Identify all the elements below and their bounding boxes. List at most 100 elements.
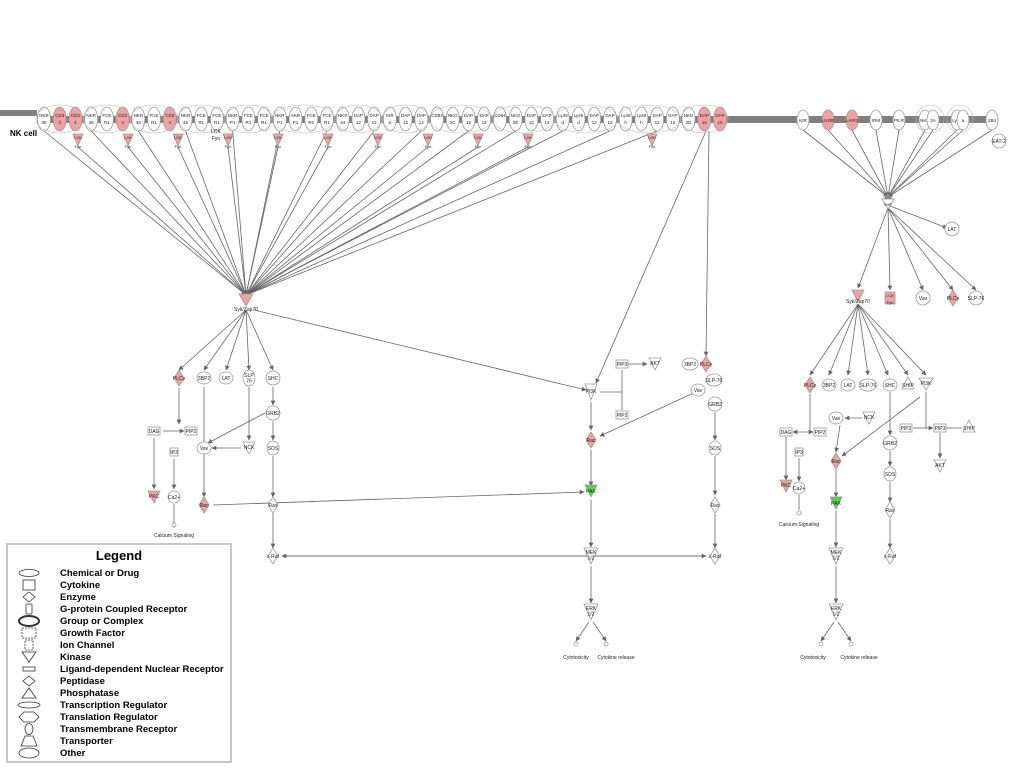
grb2-dap10[interactable] [707, 396, 723, 412]
ca-left[interactable] [167, 490, 181, 504]
syk-zap70-right[interactable] [851, 289, 865, 303]
ras-dap10[interactable] [709, 496, 721, 514]
sos-dap10[interactable] [708, 440, 722, 456]
receptor-node[interactable] [382, 106, 397, 132]
receptor-node[interactable] [225, 106, 240, 132]
receptor-node[interactable] [115, 106, 130, 132]
plcg-right[interactable] [804, 376, 816, 394]
grb2-left[interactable] [265, 405, 281, 421]
3bp2-right[interactable] [821, 378, 837, 392]
lck-fyn-right[interactable] [884, 291, 896, 305]
dag-right[interactable] [779, 427, 793, 437]
cytotoxicity-right[interactable] [818, 641, 824, 647]
lck-fyn-kinase[interactable] [472, 133, 484, 148]
vav-dap10[interactable] [690, 383, 706, 397]
ras-right[interactable] [884, 501, 896, 519]
pi3k-right[interactable] [918, 377, 934, 391]
grb2-right[interactable] [882, 435, 898, 451]
receptor-node[interactable] [508, 106, 523, 132]
mek-mid[interactable] [583, 547, 599, 565]
plcg-right-top[interactable] [947, 289, 959, 307]
lck-fyn-kinase[interactable] [122, 133, 134, 148]
inhibitory-receptor[interactable] [845, 109, 859, 131]
receptor-node[interactable] [555, 106, 570, 132]
receptor-node[interactable] [697, 106, 712, 132]
receptor-node[interactable] [335, 106, 350, 132]
vav-slp-node[interactable] [915, 290, 931, 306]
ca-right[interactable] [792, 481, 806, 495]
pip2-right[interactable] [813, 427, 827, 437]
receptor-node[interactable] [304, 106, 319, 132]
craf-right[interactable] [884, 547, 896, 565]
nck-right[interactable] [862, 411, 876, 425]
cytokine-right[interactable] [848, 641, 854, 647]
shc-left[interactable] [265, 370, 281, 386]
shp-node[interactable] [881, 198, 895, 210]
pak-right[interactable] [829, 496, 843, 510]
calcium-right[interactable] [796, 510, 802, 516]
inhibitory-receptor[interactable] [892, 109, 906, 131]
inhibitory-receptor[interactable] [821, 109, 835, 131]
ip3-right[interactable] [794, 447, 804, 457]
lat-node[interactable] [944, 221, 960, 237]
lck-fyn-kinase[interactable] [372, 133, 384, 148]
receptor-node[interactable] [493, 106, 507, 132]
mek-right[interactable] [828, 547, 844, 565]
receptor-node[interactable] [650, 106, 665, 132]
inhibitory-receptor[interactable] [985, 109, 999, 131]
receptor-node[interactable] [52, 106, 67, 132]
inhibitory-receptor[interactable] [869, 109, 883, 131]
receptor-node[interactable] [351, 106, 366, 132]
craf-left[interactable] [267, 547, 279, 565]
lck-fyn-kinase[interactable] [322, 133, 334, 148]
receptor-node[interactable] [430, 106, 444, 132]
receptor-node[interactable] [320, 106, 334, 132]
receptor-node[interactable] [603, 106, 617, 132]
receptor-node[interactable] [414, 106, 429, 132]
cytotoxicity-mid[interactable] [573, 641, 579, 647]
pip2-mid[interactable] [615, 410, 629, 420]
lck-fyn-kinase[interactable] [272, 133, 284, 148]
erk-right[interactable] [828, 603, 844, 621]
receptor-node[interactable] [398, 106, 413, 132]
pak-mid[interactable] [584, 484, 598, 498]
lck-fyn-kinase[interactable] [646, 133, 658, 148]
slp76-left[interactable] [242, 369, 256, 387]
eat2-node[interactable] [991, 133, 1007, 149]
receptor-node[interactable] [84, 106, 99, 132]
pi3k-mid[interactable] [584, 383, 598, 402]
receptor-node[interactable] [194, 106, 209, 132]
syk-zap70-main[interactable] [238, 293, 254, 307]
receptor-node[interactable] [257, 106, 271, 132]
akt-right[interactable] [933, 459, 947, 473]
3bp2-left[interactable] [196, 371, 212, 385]
receptor-node[interactable] [210, 106, 224, 132]
inhibitory-receptor[interactable] [956, 109, 970, 131]
lck-fyn-kinase[interactable] [522, 133, 534, 148]
receptor-node[interactable] [272, 106, 287, 132]
nck-left[interactable] [242, 441, 256, 455]
inhibitory-receptor[interactable] [926, 109, 940, 131]
receptor-node[interactable] [445, 106, 460, 132]
plcg-dap10[interactable] [700, 355, 712, 373]
receptor-node[interactable] [461, 106, 476, 132]
receptor-node[interactable] [634, 106, 649, 132]
craf-dap10[interactable] [709, 547, 721, 565]
3bp2-dap10[interactable] [681, 357, 699, 371]
lck-fyn-kinase[interactable] [222, 133, 234, 148]
pkc-left[interactable] [147, 490, 161, 504]
receptor-node[interactable] [288, 106, 303, 132]
dag-left[interactable] [147, 426, 161, 436]
pkc-right[interactable] [779, 479, 793, 493]
vav-slp-node[interactable] [968, 290, 984, 306]
receptor-node[interactable] [367, 106, 382, 132]
lat-left[interactable] [218, 371, 234, 385]
receptor-node[interactable] [68, 106, 83, 132]
lat-right[interactable] [840, 378, 856, 392]
plcg-left[interactable] [173, 369, 185, 387]
slp76-right[interactable] [858, 378, 878, 392]
pip2b-right[interactable] [899, 423, 913, 433]
ship-right[interactable] [901, 376, 915, 390]
receptor-node[interactable] [540, 106, 554, 132]
receptor-node[interactable] [477, 106, 492, 132]
